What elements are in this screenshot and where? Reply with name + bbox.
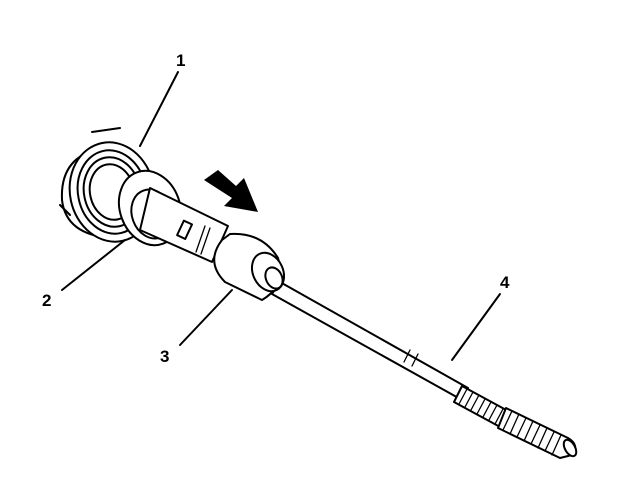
callout-4: 4 bbox=[500, 273, 510, 292]
leader-1 bbox=[139, 71, 179, 147]
leader-2 bbox=[61, 239, 126, 291]
callout-3: 3 bbox=[160, 347, 169, 366]
callout-1: 1 bbox=[176, 51, 185, 70]
leader-3 bbox=[179, 289, 233, 346]
threaded-end bbox=[497, 407, 578, 459]
spline-section bbox=[453, 385, 511, 429]
inner-tube bbox=[139, 187, 229, 263]
direction-arrow-icon bbox=[204, 170, 258, 212]
callout-2: 2 bbox=[42, 291, 51, 310]
leader-4 bbox=[451, 293, 501, 361]
puller-body bbox=[213, 232, 286, 301]
shaft bbox=[271, 281, 469, 401]
leader-lines bbox=[61, 71, 501, 361]
